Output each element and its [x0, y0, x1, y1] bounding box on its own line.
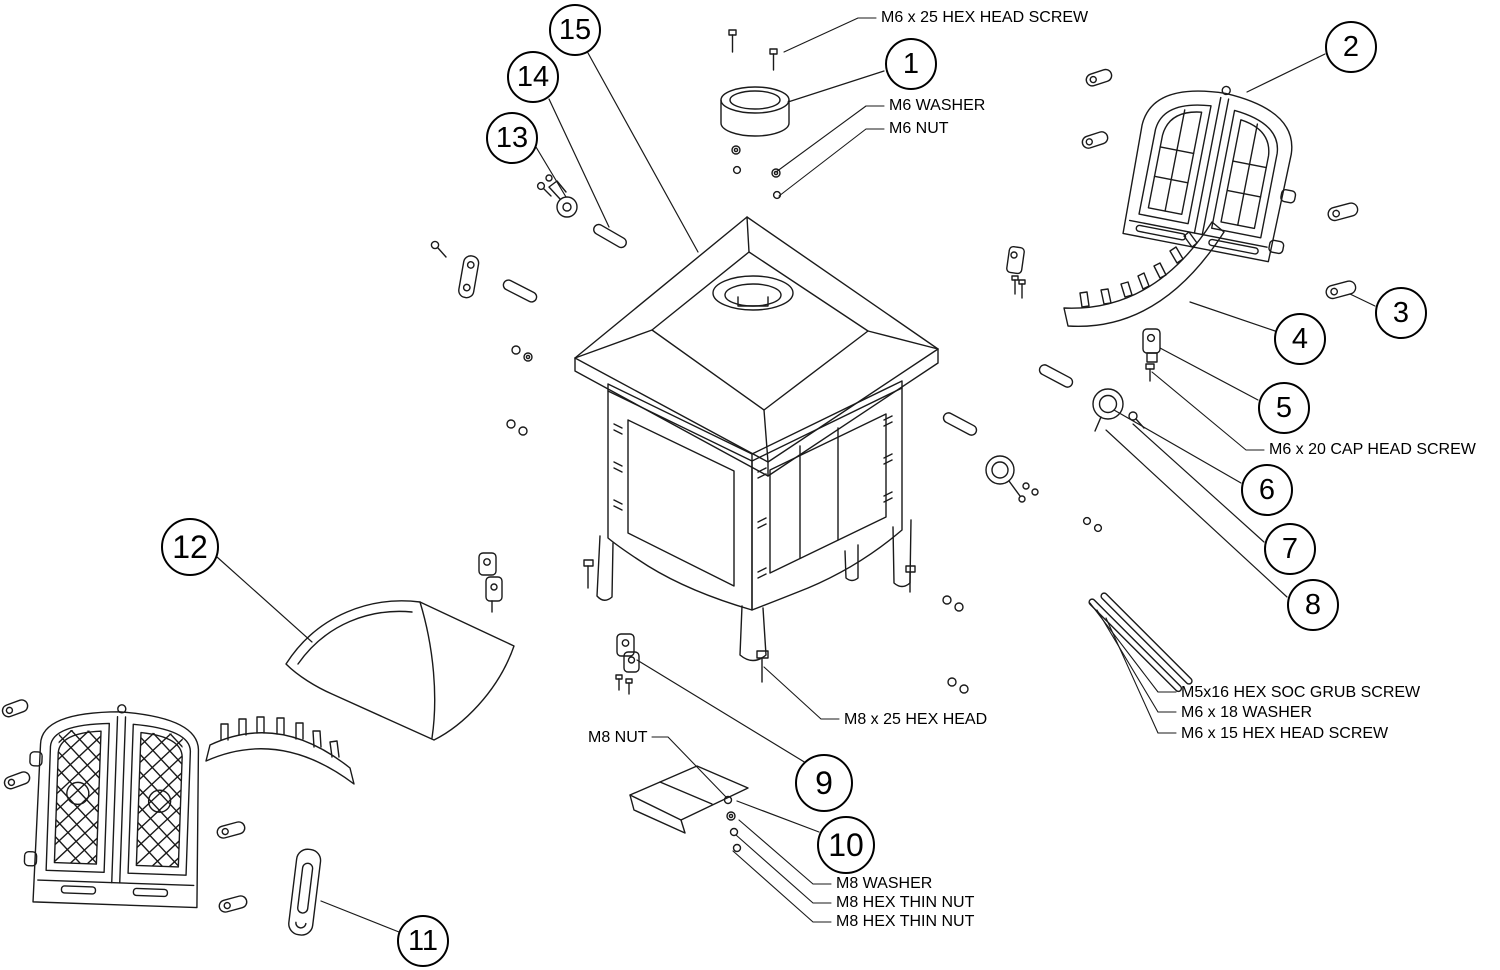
- label-m8-hex-thin-nut-1: M8 HEX THIN NUT: [836, 894, 975, 911]
- balloon-6: 6: [1241, 464, 1293, 516]
- balloon-3: 3: [1375, 287, 1427, 339]
- balloon-15: 15: [549, 4, 601, 56]
- balloon-4: 4: [1274, 313, 1326, 365]
- damper-disc-2-drawing: [1092, 388, 1145, 432]
- long-rod-drawings: [1088, 592, 1193, 693]
- pin-drawings: [502, 223, 1074, 436]
- latch-bracket-drawing: [1142, 328, 1161, 382]
- balloon-7: 7: [1264, 523, 1316, 575]
- strap-bracket-drawing: [430, 240, 480, 299]
- catch-bracket-drawing: [1006, 245, 1026, 299]
- hinge-bracket-drawing: [615, 633, 640, 695]
- washer-pairs-drawing: [506, 345, 1103, 694]
- balloon-13-number: 13: [495, 121, 529, 154]
- label-m8x25-hex-head: M8 x 25 HEX HEAD: [844, 711, 988, 728]
- door-assembly-left-drawing: [23, 704, 200, 909]
- balloon-9-number: 9: [815, 765, 833, 801]
- balloon-2-number: 2: [1342, 30, 1360, 63]
- label-m8-nut: M8 NUT: [588, 729, 648, 746]
- balloon-1: 1: [885, 38, 937, 90]
- flue-collar-drawing: [720, 29, 790, 200]
- handle-tabs-drawing: [1, 68, 1359, 913]
- balloon-4-number: 4: [1291, 322, 1309, 355]
- label-m8-hex-thin-nut-2: M8 HEX THIN NUT: [836, 913, 975, 930]
- balloon-3-number: 3: [1392, 296, 1410, 329]
- label-m5x16-hex-soc-grub-screw: M5x16 HEX SOC GRUB SCREW: [1181, 684, 1421, 701]
- balloon-leader-lines: [216, 52, 1376, 933]
- balloon-13: 13: [486, 112, 538, 164]
- balloon-11-number: 11: [407, 924, 439, 957]
- ash-plate-drawing: [629, 765, 749, 853]
- stove-body-drawing: [596, 380, 912, 662]
- grate-left-drawing: [205, 716, 355, 785]
- balloon-6-number: 6: [1258, 473, 1276, 506]
- balloon-7-number: 7: [1281, 532, 1299, 565]
- balloon-11: 11: [397, 915, 449, 967]
- damper-disc-drawing: [985, 455, 1026, 503]
- balloon-5-number: 5: [1275, 391, 1293, 424]
- balloon-14: 14: [507, 51, 559, 103]
- balloon-8: 8: [1287, 579, 1339, 631]
- balloon-12-number: 12: [172, 529, 208, 565]
- balloon-12: 12: [161, 518, 219, 576]
- label-m6x20-cap-head-screw: M6 x 20 CAP HEAD SCREW: [1269, 441, 1476, 458]
- balloon-14-number: 14: [516, 60, 550, 93]
- balloon-8-number: 8: [1304, 588, 1322, 621]
- door-hinge-bracket-drawing: [478, 552, 503, 613]
- grate-right-drawing: [1063, 221, 1225, 328]
- balloon-9: 9: [795, 754, 853, 812]
- balloon-15-number: 15: [558, 13, 592, 46]
- balloon-10: 10: [817, 816, 875, 874]
- balloon-10-number: 10: [828, 827, 864, 863]
- balloon-2: 2: [1325, 21, 1377, 73]
- door-catch-drawing: [536, 174, 578, 218]
- balloon-5: 5: [1258, 382, 1310, 434]
- top-plate-drawing: [574, 216, 939, 477]
- leg-screws-drawing: [583, 559, 916, 683]
- label-m8-washer: M8 WASHER: [836, 875, 933, 892]
- door-assembly-right-drawing: [1122, 85, 1297, 263]
- balloon-1-number: 1: [902, 47, 920, 80]
- baffle-plate-drawing: [285, 600, 515, 741]
- label-m6x18-washer: M6 x 18 WASHER: [1181, 704, 1312, 721]
- label-m6-washer: M6 WASHER: [889, 97, 986, 114]
- label-m6x15-hex-head-screw: M6 x 15 HEX HEAD SCREW: [1181, 725, 1389, 742]
- label-m6x25-hex-head-screw: M6 x 25 HEX HEAD SCREW: [881, 9, 1089, 26]
- label-leader-lines: [651, 17, 1265, 923]
- riddling-handle-drawing: [288, 848, 322, 936]
- label-m6-nut: M6 NUT: [889, 120, 949, 137]
